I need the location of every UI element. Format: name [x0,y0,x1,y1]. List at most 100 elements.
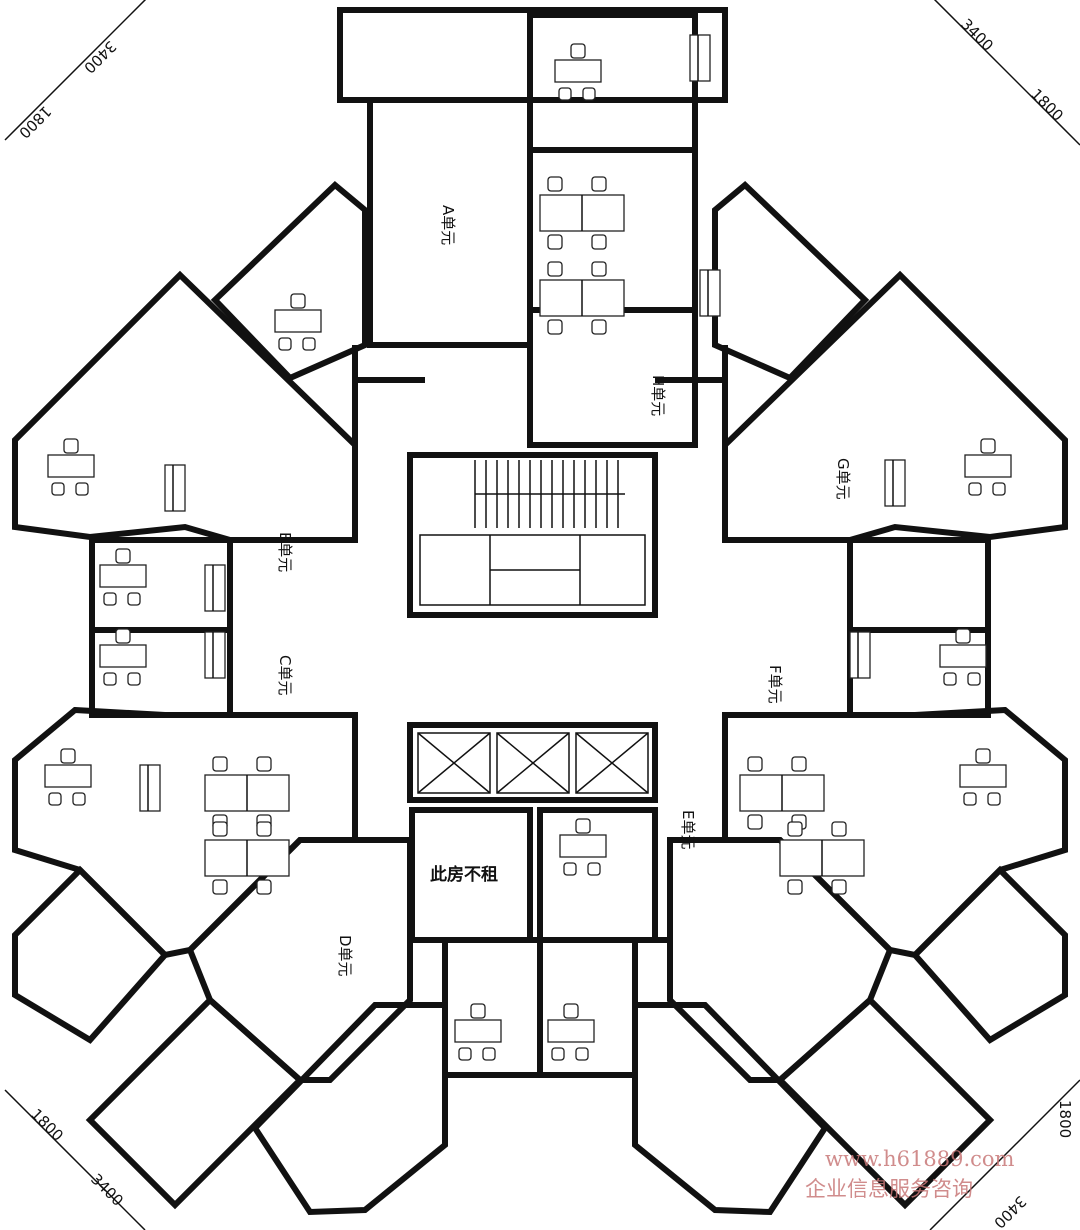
sofa-body [204,564,226,612]
chair [60,748,76,764]
chair [458,1047,472,1061]
desk [547,1019,595,1043]
dim-bottom-right-outer: 1800 [1056,1100,1074,1138]
dimension-line [4,0,147,141]
dimension-line [4,1089,146,1230]
chair [980,438,996,454]
sofa [164,464,186,512]
dim-top-left-inner: 3400 [80,37,120,77]
desk [939,644,987,668]
workstation [204,821,290,895]
chair [63,438,79,454]
unit-label-e: E单元 [679,810,697,849]
not-for-rent-room [409,807,533,943]
desk [454,1019,502,1043]
chair [992,482,1006,496]
chair [547,319,563,335]
chair [127,592,141,606]
sofa [204,631,226,679]
chair [787,879,803,895]
chair [72,792,86,806]
office-desk-set [99,548,147,606]
furniture [44,34,1012,1061]
sofa-body [139,764,161,812]
desk [44,764,92,788]
dimension-line [929,1079,1080,1230]
chair [963,792,977,806]
chair [547,261,563,277]
elevator-shaft [417,732,491,794]
sofa [689,34,711,82]
wall-b-diamond-wing [12,270,358,543]
chair [591,319,607,335]
chair [256,756,272,772]
workstation [539,176,625,250]
chair [256,821,272,837]
chair [547,234,563,250]
chair [955,628,971,644]
chair [943,672,957,686]
office-desk-set [454,1003,502,1061]
sofa-body [204,631,226,679]
office-desk-set [274,293,322,351]
office-desk-set [554,43,602,101]
chair [256,879,272,895]
sofa-body [689,34,711,82]
right-half-walls [540,185,1065,1212]
office-desk-set [939,628,987,686]
watermark-text: 企业信息服务咨询 [805,1177,973,1201]
chair [987,792,1001,806]
sofa [139,764,161,812]
chair [127,672,141,686]
sofa-body [699,269,721,317]
sofa [884,459,906,507]
chair [587,862,601,876]
office-desk-set [559,818,607,876]
chair [103,672,117,686]
chair [791,756,807,772]
wall-upper-left-small-office [210,180,368,382]
desk [47,454,95,478]
chair [212,756,228,772]
chair [278,337,292,351]
shaft-area [419,534,646,606]
unit-label-a: A单元 [439,205,457,245]
office-desk-set [44,748,92,806]
desk [959,764,1007,788]
elevator-cross [575,732,649,794]
chair [575,818,591,834]
sofa [699,269,721,317]
chair [470,1003,486,1019]
wall-bottom-wing-2 [251,1002,448,1216]
elevator-cross [496,732,570,794]
chair [48,792,62,806]
wall-c-wing [12,706,358,959]
workstation [204,756,290,830]
dim-bottom-right-inner: 3400 [990,1192,1030,1230]
not-for-rent-label: 此房不租 [430,864,498,885]
chair [115,548,131,564]
elevators [417,732,649,794]
chair [103,592,117,606]
chair [582,87,596,101]
workstation [779,821,865,895]
chair [75,482,89,496]
chair [115,628,131,644]
unit-label-h: H单元 [649,375,667,416]
chair [831,821,847,837]
watermark-url: www.h61889.com [825,1147,1015,1171]
chair [547,176,563,192]
unit-label-b: B单元 [276,532,294,572]
wall-h-unit [527,12,698,448]
dim-top-right-inner: 3400 [957,15,997,55]
e-unit-room [537,807,658,943]
elevator-shaft [496,732,570,794]
chair [967,672,981,686]
chair [563,862,577,876]
chair [558,87,572,101]
office-desk-set [959,748,1007,806]
chair [575,1047,589,1061]
unit-label-g: G单元 [834,458,852,500]
office-desk-set [964,438,1012,496]
dimension-line [933,0,1080,146]
